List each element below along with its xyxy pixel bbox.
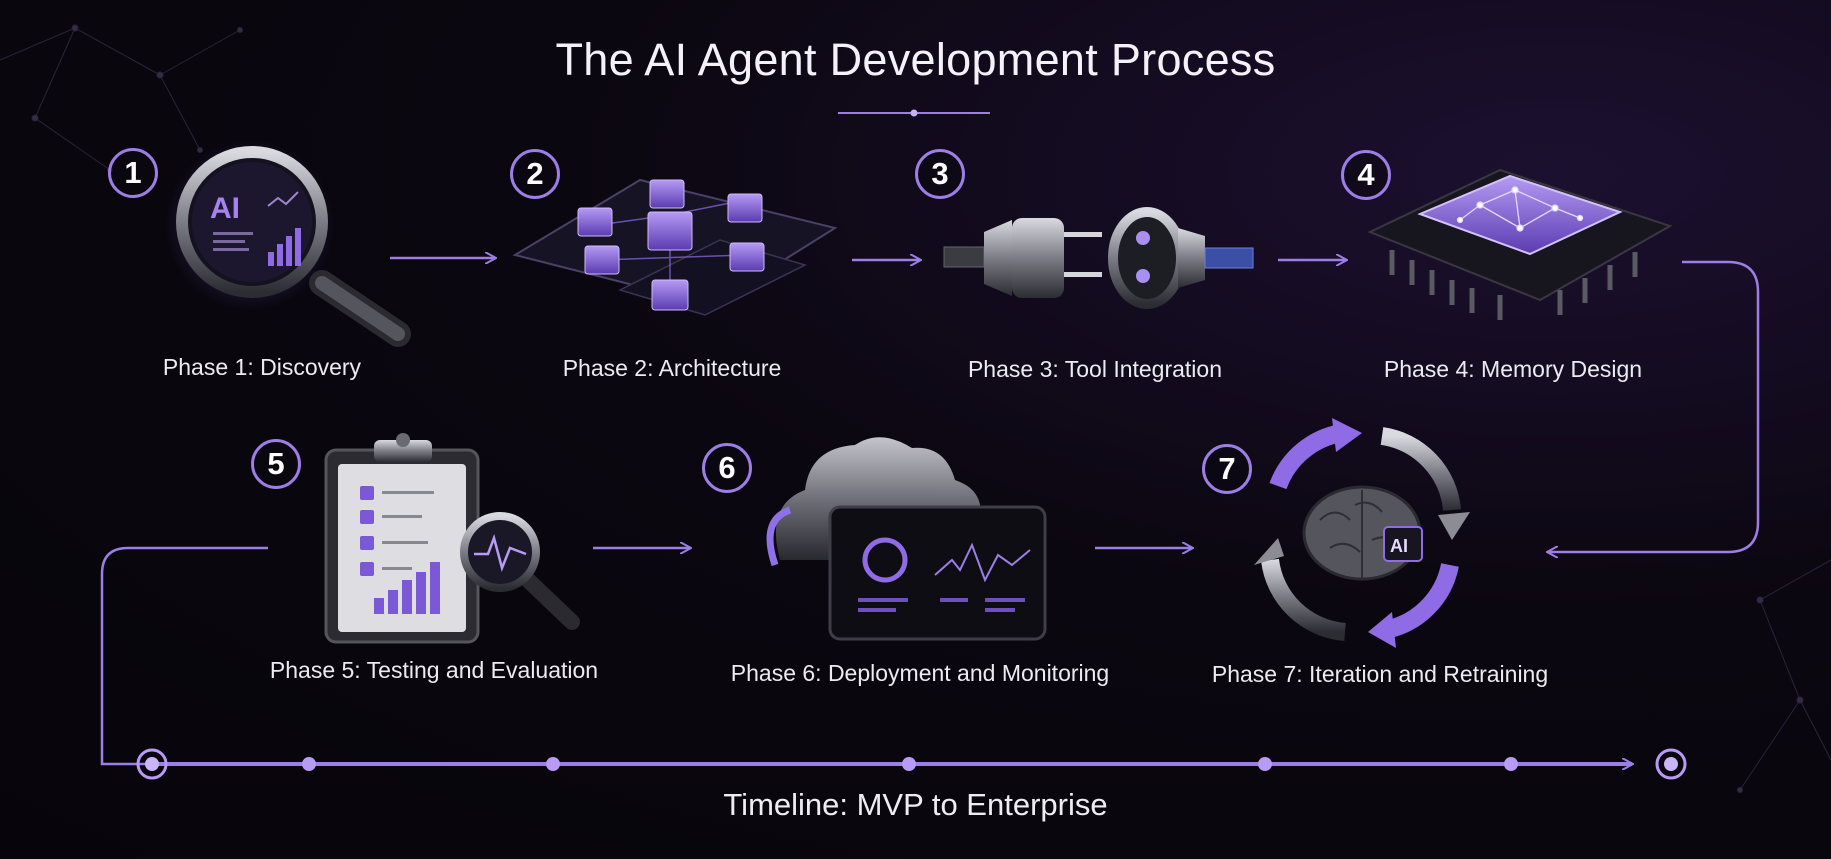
phase-1-label: Phase 1: Discovery xyxy=(162,354,362,380)
phase-5-badge: 5 xyxy=(251,439,301,489)
network-decoration-bottom-right xyxy=(1737,559,1831,793)
phase-4-label: Phase 4: Memory Design xyxy=(1383,356,1643,382)
phase-1-badge: 1 xyxy=(108,148,158,198)
brain-ai-text: AI xyxy=(1390,536,1408,556)
memory-chip-icon xyxy=(1367,168,1673,320)
timeline-track xyxy=(136,748,1687,780)
magnifier-ai-text: AI xyxy=(210,192,240,225)
phase-4-badge: 4 xyxy=(1341,150,1391,200)
plug-connector-icon xyxy=(943,207,1254,309)
connector-arrows xyxy=(100,258,1760,766)
phase-2-label: Phase 2: Architecture xyxy=(562,355,782,381)
arch-block-group xyxy=(577,179,765,311)
phase-2-badge: 2 xyxy=(510,149,560,199)
clipboard-checklist-icon xyxy=(324,433,580,644)
phase-6-label: Phase 6: Deployment and Monitoring xyxy=(730,660,1110,686)
architecture-blocks-icon xyxy=(512,178,838,316)
page-title: The AI Agent Development Process xyxy=(555,34,1276,85)
phase-6-badge: 6 xyxy=(702,443,752,493)
timeline-label: Timeline: MVP to Enterprise xyxy=(723,787,1108,822)
network-decoration-top-left xyxy=(0,24,243,173)
cloud-dashboard-icon xyxy=(766,437,1047,641)
magnifier-analytics-icon: AI xyxy=(165,140,411,347)
phase-3-label: Phase 3: Tool Integration xyxy=(967,356,1223,382)
phase-7-label: Phase 7: Iteration and Retraining xyxy=(1211,661,1549,687)
phase-5-label: Phase 5: Testing and Evaluation xyxy=(269,657,599,683)
phase-7-badge: 7 xyxy=(1202,444,1252,494)
brain-cycle-icon: AI xyxy=(1254,418,1470,648)
title-divider xyxy=(838,109,990,117)
phase-3-badge: 3 xyxy=(915,149,965,199)
